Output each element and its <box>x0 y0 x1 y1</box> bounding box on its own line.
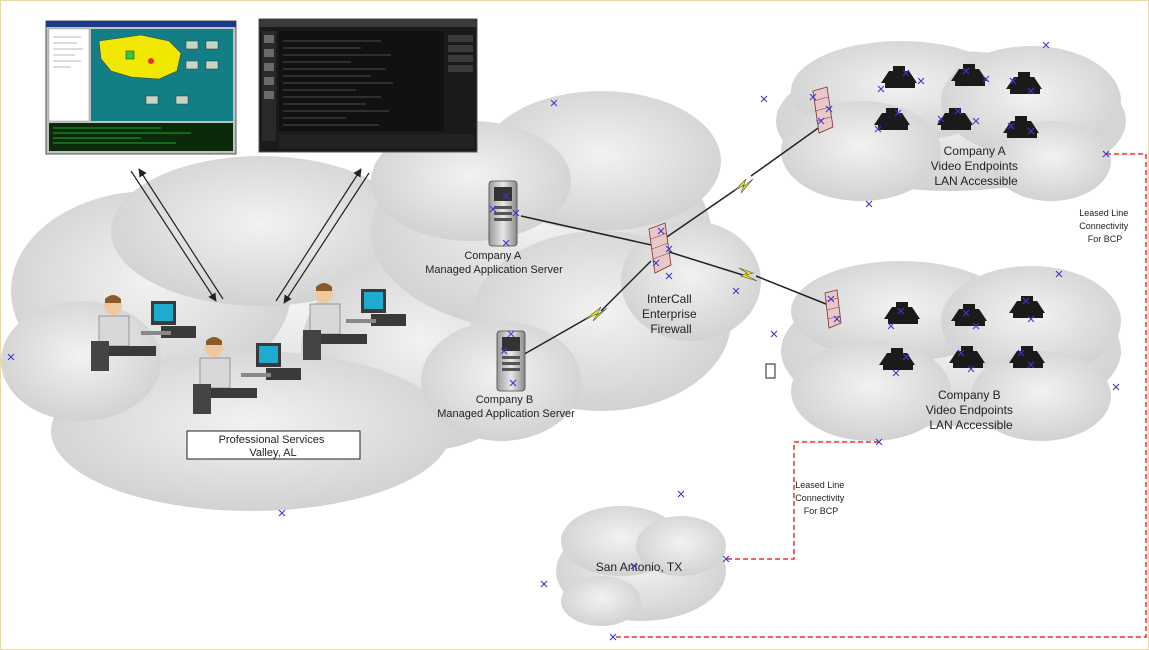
anchor-marker <box>874 125 882 133</box>
anchor-marker <box>1042 41 1050 49</box>
anchor-marker <box>902 69 910 77</box>
anchor-marker <box>630 562 638 570</box>
anchor-marker <box>489 205 497 213</box>
anchor-marker <box>665 272 673 280</box>
list-rows <box>283 40 393 126</box>
anchor-marker <box>967 365 975 373</box>
video-endpoints-company-b <box>879 296 1045 370</box>
anchor-marker <box>1112 383 1120 391</box>
anchor-marker <box>540 580 548 588</box>
anchor-marker <box>972 117 980 125</box>
cloud-san-antonio <box>556 506 726 626</box>
anchor-marker <box>825 105 833 113</box>
lightning-bolts <box>585 178 758 322</box>
anchor-marker <box>7 353 15 361</box>
anchor-marker <box>1007 122 1015 130</box>
anchor-marker <box>1027 127 1035 135</box>
anchor-marker <box>665 245 673 253</box>
anchor-marker <box>957 349 965 357</box>
anchor-marker <box>962 309 970 317</box>
video-endpoints-company-a <box>874 64 1042 138</box>
svg-text:Professional Services Va: Professional Services Valley, AL <box>219 434 328 459</box>
label-pro-services-name: Professional Services <box>219 434 325 446</box>
anchor-marker <box>760 95 768 103</box>
server-company-a <box>488 180 518 247</box>
monitoring-screen-list <box>258 18 478 153</box>
anchor-marker <box>877 85 885 93</box>
anchor-marker <box>502 239 510 247</box>
firewall-intercall <box>648 222 672 274</box>
operator-workstation-2 <box>193 337 301 414</box>
placeholder-box <box>765 363 776 379</box>
leased-line-paths <box>613 153 1147 638</box>
anchor-marker <box>657 227 665 235</box>
anchor-marker <box>1102 150 1110 158</box>
label-company-a: Company A Video Endpoints LAN Accessible <box>931 144 1022 188</box>
operator-workstation-3 <box>303 283 406 360</box>
anchor-marker <box>917 77 925 85</box>
label-pro-services-location: Valley, AL <box>249 447 296 459</box>
label-server-a: Company A Managed Application Server <box>425 250 563 276</box>
workflow-arrows <box>130 168 370 304</box>
anchor-marker <box>902 353 910 361</box>
label-firewall: InterCall Enterprise Firewall <box>642 292 700 336</box>
anchor-marker <box>972 322 980 330</box>
anchor-marker <box>652 259 660 267</box>
label-san-antonio: San Antonio, TX <box>596 560 683 574</box>
anchor-marker <box>722 555 730 563</box>
anchor-marker <box>507 330 515 338</box>
pro-services-box: Professional Services Valley, AL <box>186 430 361 460</box>
anchor-marker <box>677 490 685 498</box>
server-company-b <box>496 330 526 392</box>
leased-line-right <box>613 153 1147 638</box>
anchor-marker <box>1055 270 1063 278</box>
anchor-marker <box>609 633 617 641</box>
anchor-marker <box>1027 87 1035 95</box>
anchor-marker <box>1027 361 1035 369</box>
anchor-marker <box>817 117 825 125</box>
anchor-marker <box>897 307 905 315</box>
label-leased-right: Leased Line Connectivity For BCP <box>1079 208 1131 244</box>
anchor-marker <box>550 99 558 107</box>
anchor-marker <box>732 287 740 295</box>
anchor-marker <box>512 209 520 217</box>
anchor-marker <box>502 192 510 200</box>
anchor-marker <box>833 315 841 323</box>
anchor-markers <box>7 41 1120 641</box>
anchor-marker <box>962 67 970 75</box>
anchor-marker <box>1017 349 1025 357</box>
anchor-marker <box>1022 297 1030 305</box>
anchor-marker <box>1009 77 1017 85</box>
anchor-marker <box>809 93 817 101</box>
anchor-marker <box>278 509 286 517</box>
anchor-marker <box>509 379 517 387</box>
network-links <box>520 125 832 357</box>
anchor-marker <box>865 200 873 208</box>
leased-line-mid <box>726 441 879 560</box>
usa-map <box>98 34 182 80</box>
anchor-marker <box>937 115 945 123</box>
anchor-marker <box>770 330 778 338</box>
anchor-marker <box>894 109 902 117</box>
anchor-marker <box>827 295 835 303</box>
anchor-marker <box>982 75 990 83</box>
anchor-marker <box>954 107 962 115</box>
label-leased-mid: Leased Line Connectivity For BCP <box>795 480 847 516</box>
anchor-marker <box>1027 315 1035 323</box>
label-company-b: Company B Video Endpoints LAN Accessible <box>926 388 1017 432</box>
anchor-marker <box>500 347 508 355</box>
anchor-marker <box>892 369 900 377</box>
monitoring-screen-map <box>45 20 237 155</box>
label-server-b: Company B Managed Application Server <box>437 394 575 420</box>
anchor-marker <box>887 322 895 330</box>
operator-workstation-1 <box>91 295 196 371</box>
anchor-marker <box>875 438 883 446</box>
